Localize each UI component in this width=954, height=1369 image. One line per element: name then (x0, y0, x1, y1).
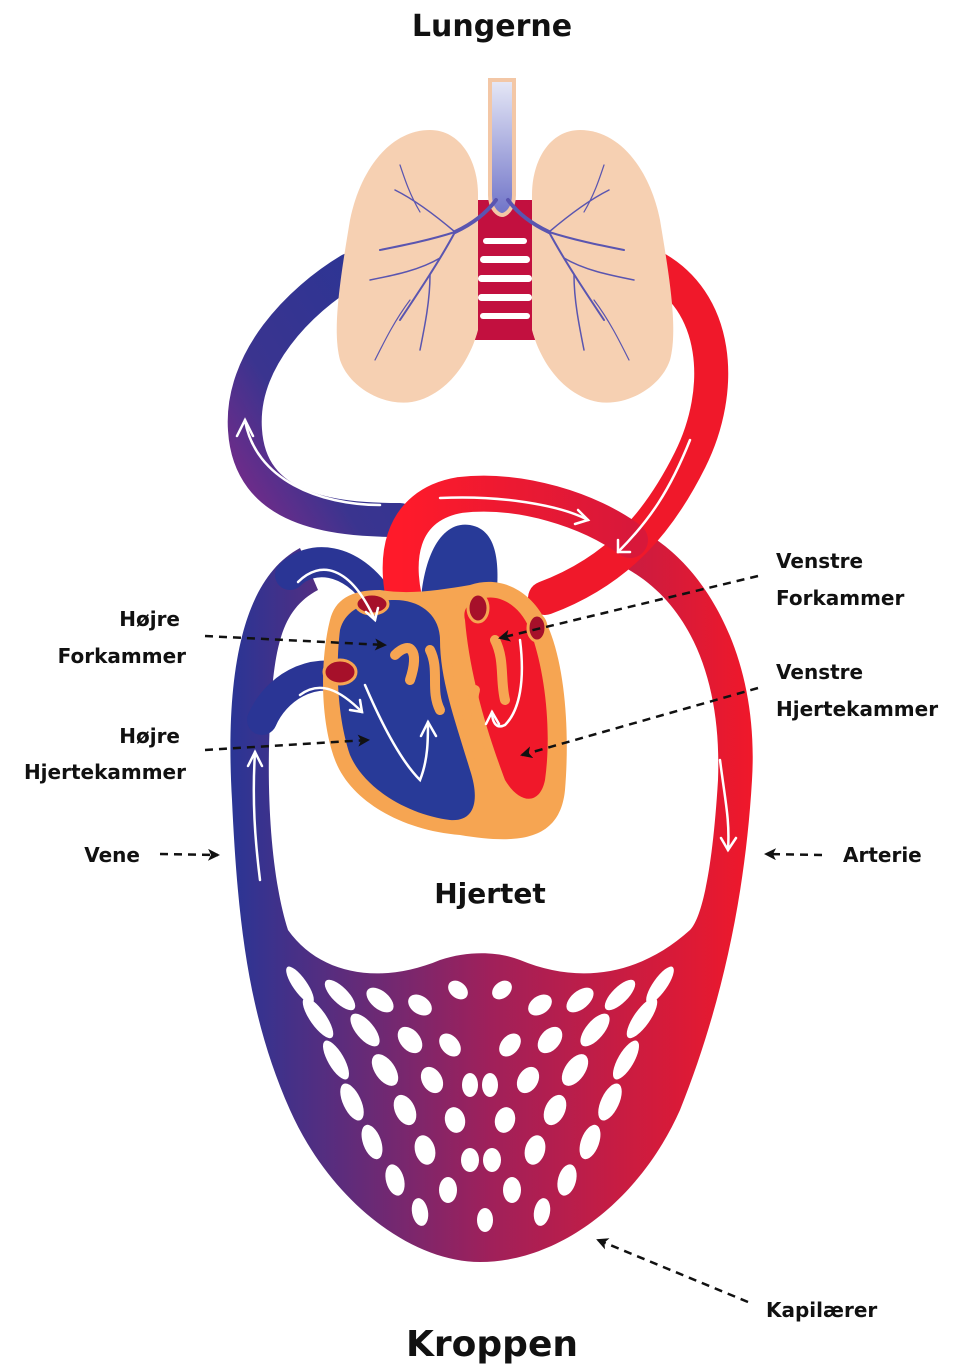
label-right-atrium-1: Højre (119, 607, 180, 631)
pointer-vein (160, 854, 218, 855)
pointer-artery (766, 854, 822, 855)
trachea (490, 80, 514, 215)
valve-right-lower (324, 660, 356, 684)
label-left-ventricle-1: Venstre (776, 660, 863, 684)
label-vein: Vene (84, 843, 140, 867)
right-lung (532, 130, 673, 403)
label-right-ventricle-1: Højre (119, 724, 180, 748)
label-right-atrium-2: Forkammer (58, 644, 186, 668)
label-left-atrium-1: Venstre (776, 549, 863, 573)
label-artery: Arterie (843, 843, 922, 867)
valve-left-upper (468, 594, 488, 622)
label-heart: Hjertet (434, 877, 546, 910)
label-left-atrium-2: Forkammer (776, 586, 904, 610)
label-lungs: Lungerne (412, 9, 572, 44)
pointer-capillaries (598, 1240, 748, 1302)
left-lung (337, 130, 478, 403)
label-body: Kroppen (406, 1324, 578, 1365)
label-right-ventricle-2: Hjertekammer (24, 760, 186, 784)
label-capillaries: Kapilærer (766, 1298, 877, 1322)
lungs (337, 80, 674, 403)
heart (262, 494, 630, 840)
label-left-ventricle-2: Hjertekammer (776, 697, 938, 721)
